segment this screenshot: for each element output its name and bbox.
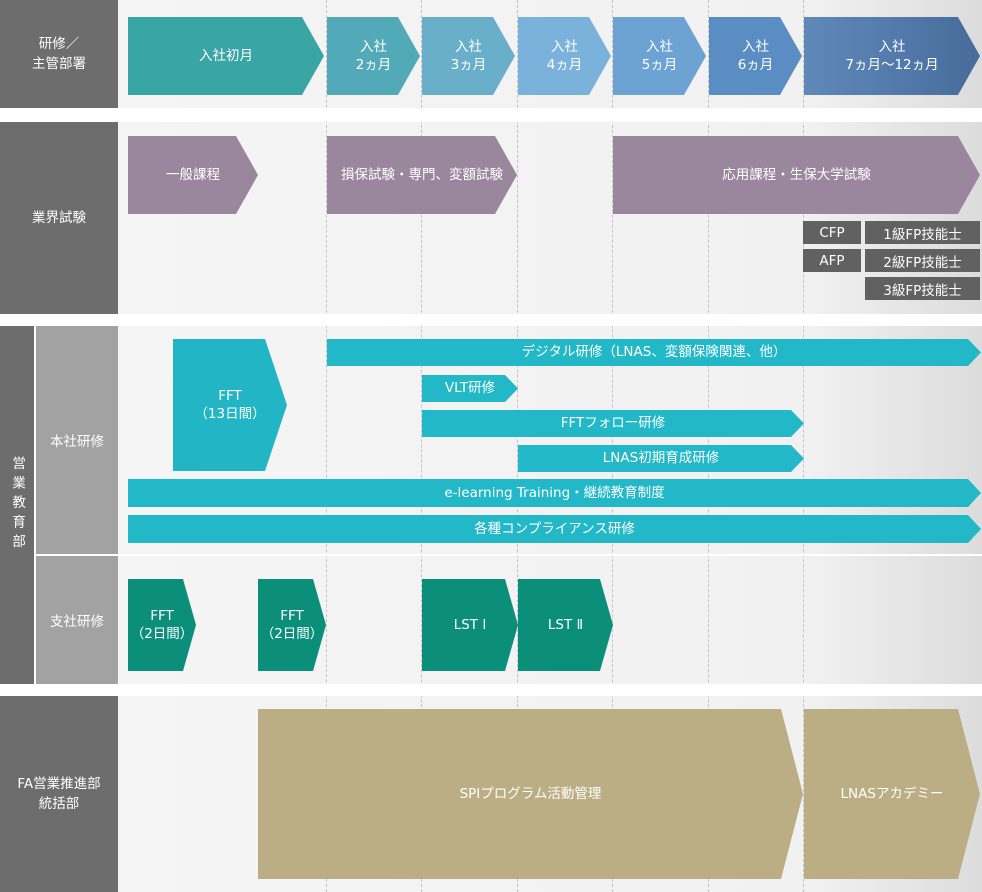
branch-fft2-arrow: FFT （2日間）: [258, 579, 326, 671]
badge-fp2: 2級FP技能士: [865, 249, 980, 272]
hq-fft-follow-arrow: FFTフォロー研修: [422, 410, 804, 437]
row-label-honsha: 本社研修: [36, 326, 118, 554]
row-separator: [0, 684, 982, 696]
branch-fft1-arrow: FFT （2日間）: [128, 579, 196, 671]
branch-lst2-arrow: LST Ⅱ: [518, 579, 613, 671]
month-chevron-3: 入社 3ヵ月: [422, 17, 515, 95]
badge-fp3: 3級FP技能士: [865, 277, 980, 300]
exam-specialized-arrow: 損保試験・専門、変額試験: [327, 136, 517, 214]
branch-lst1-arrow: LST Ⅰ: [422, 579, 518, 671]
row-separator: [36, 554, 982, 556]
fa-spi-arrow: SPIプログラム活動管理: [258, 709, 803, 879]
badge-fp1: 1級FP技能士: [865, 221, 980, 244]
month-chevron-4: 入社 4ヵ月: [518, 17, 611, 95]
row-label-shisha: 支社研修: [36, 556, 118, 684]
month-divider: [517, 0, 518, 892]
row-label-fa: FA営業推進部 統括部: [0, 696, 118, 892]
hq-lnas-initial-arrow: LNAS初期育成研修: [518, 445, 804, 472]
badge-cfp: CFP: [803, 221, 861, 244]
hq-elearning-arrow: e-learning Training・継続教育制度: [128, 479, 981, 507]
exam-general-arrow: 一般課程: [128, 136, 258, 214]
month-chevron-5: 入社 5ヵ月: [613, 17, 706, 95]
row-separator: [0, 314, 982, 326]
month-divider: [803, 0, 804, 892]
row-label-kensyu: 研修／ 主管部署: [0, 0, 118, 108]
column-separator: [34, 326, 36, 684]
row-separator: [0, 108, 982, 122]
row-label-eigyo-text: 営業教育部: [9, 456, 26, 554]
month-chevron-6: 入社 6ヵ月: [709, 17, 802, 95]
hq-vlt-arrow: VLT研修: [422, 375, 518, 402]
month-chevron-2: 入社 2ヵ月: [327, 17, 420, 95]
hq-fft-arrow: FFT （13日間）: [173, 339, 287, 471]
row-label-eigyo: 営業教育部: [0, 326, 34, 684]
fa-academy-arrow: LNASアカデミー: [804, 709, 980, 879]
month-chevron-7: 入社 7ヵ月〜12ヵ月: [804, 17, 980, 95]
month-chevron-1: 入社初月: [128, 17, 324, 95]
month-divider: [421, 0, 422, 892]
hq-compliance-arrow: 各種コンプライアンス研修: [128, 515, 981, 543]
month-divider: [326, 0, 327, 892]
row-label-gyokai: 業界試験: [0, 122, 118, 314]
hq-digital-arrow: デジタル研修（LNAS、変額保険関連、他）: [327, 339, 981, 366]
exam-applied-arrow: 応用課程・生保大学試験: [613, 136, 980, 214]
badge-afp: AFP: [803, 249, 861, 272]
